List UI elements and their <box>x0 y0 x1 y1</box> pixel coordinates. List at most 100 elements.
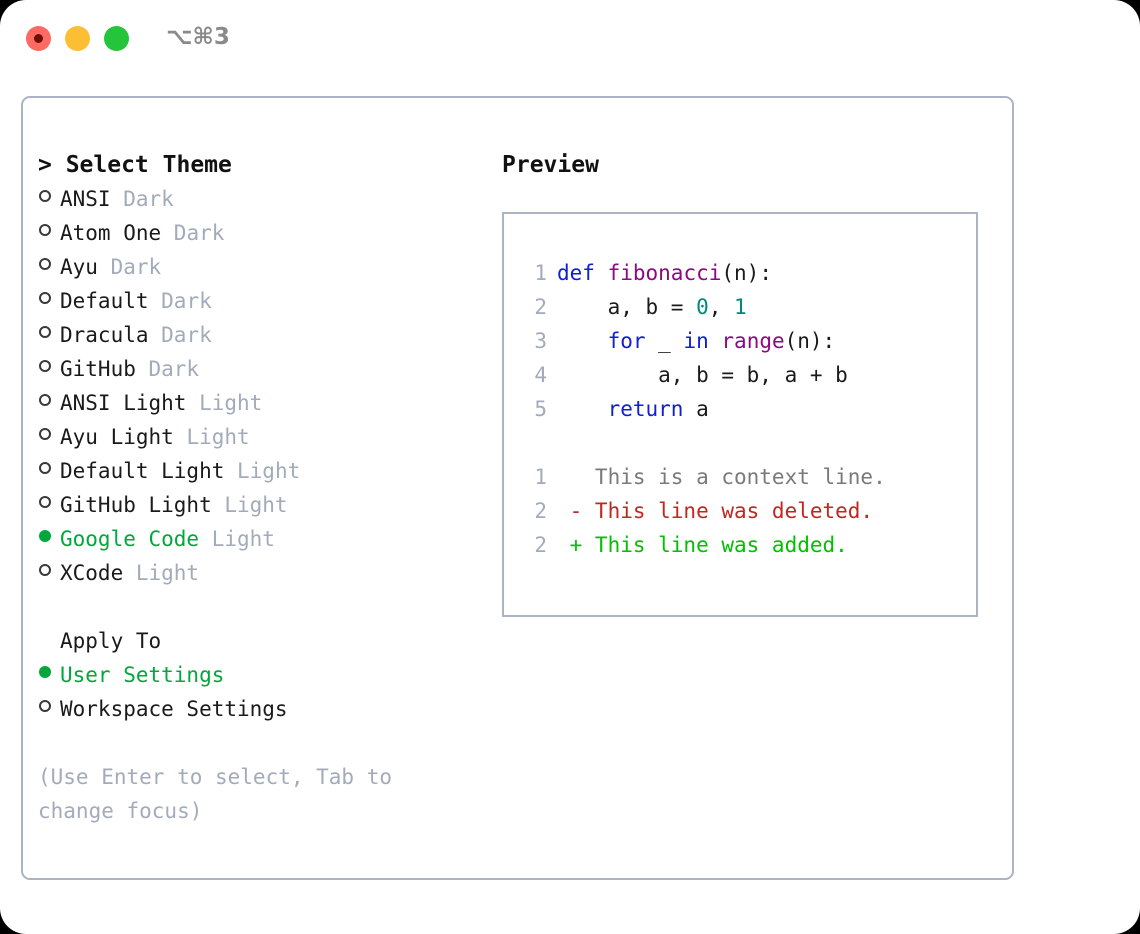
theme-option[interactable]: ANSI Light Light <box>38 386 508 420</box>
theme-option[interactable]: Dracula Dark <box>38 318 508 352</box>
code-token: 0 <box>696 295 709 319</box>
preview-heading: Preview <box>502 152 599 178</box>
theme-option-label: GitHub <box>60 357 136 381</box>
theme-option[interactable]: GitHub Light Light <box>38 488 508 522</box>
code-line: 5 return a <box>521 392 886 426</box>
theme-option[interactable]: Default Dark <box>38 284 508 318</box>
theme-option-label: Google Code <box>60 527 200 551</box>
line-number: 4 <box>534 363 547 387</box>
code-token: fibonacci <box>607 261 722 285</box>
code-token <box>557 397 608 421</box>
diff-line: 2 - This line was deleted. <box>521 494 886 528</box>
diff-content: - This line was deleted. <box>557 499 874 523</box>
line-number: 2 <box>534 295 547 319</box>
traffic-lights <box>26 26 129 51</box>
code-token: a <box>683 397 709 421</box>
radio-glyph <box>39 224 51 236</box>
theme-option[interactable]: GitHub Dark <box>38 352 508 386</box>
line-number: 1 <box>534 261 547 285</box>
maximize-button[interactable] <box>104 26 129 51</box>
code-token: a, b = <box>557 295 697 319</box>
code-token: range <box>721 329 785 353</box>
radio-glyph <box>39 700 51 712</box>
diff-line: 2 + This line was added. <box>521 528 886 562</box>
radio-glyph <box>39 564 51 576</box>
theme-option-label: Default Light <box>60 459 225 483</box>
theme-option[interactable]: XCode Light <box>38 556 508 590</box>
code-token: (n): <box>784 329 836 353</box>
theme-variant-label: Light <box>211 493 288 517</box>
code-token <box>709 329 722 353</box>
theme-variant-label: Light <box>173 425 250 449</box>
diff-line: 1 This is a context line. <box>521 460 886 494</box>
theme-option[interactable]: Ayu Dark <box>38 250 508 284</box>
radio-glyph <box>39 394 51 406</box>
theme-variant-label: Dark <box>148 323 212 347</box>
code-token: for <box>607 329 646 353</box>
radio-glyph <box>39 190 51 202</box>
radio-glyph <box>39 428 51 440</box>
code-token: , <box>708 295 735 319</box>
theme-variant-label: Dark <box>97 255 162 279</box>
theme-option-label: Ayu <box>60 255 98 279</box>
radio-glyph <box>39 326 51 338</box>
theme-variant-label: Light <box>199 527 275 551</box>
code-line: 3 for _ in range(n): <box>521 324 886 358</box>
code-token: (n): <box>721 261 772 285</box>
title-bar: ⌥⌘3 <box>0 0 1140 78</box>
theme-option-label: Atom One <box>60 221 162 245</box>
radio-glyph <box>39 666 51 678</box>
diff-content: + This line was added. <box>557 533 848 557</box>
apply-to-option-label: Workspace Settings <box>60 697 288 721</box>
line-number: 2 <box>534 533 547 557</box>
apply-to-option[interactable]: User Settings <box>38 658 508 692</box>
apply-to-option-label: User Settings <box>60 663 225 687</box>
select-theme-heading: > Select Theme <box>38 152 232 178</box>
code-token: in <box>683 329 709 353</box>
radio-glyph <box>39 530 51 542</box>
code-token <box>595 261 608 285</box>
apply-to-option[interactable]: Workspace Settings <box>38 692 508 726</box>
apply-to-heading: Apply To <box>60 629 162 653</box>
theme-variant-label: Dark <box>148 289 212 313</box>
theme-option[interactable]: Google Code Light <box>38 522 508 556</box>
theme-option-label: Default <box>60 289 149 313</box>
theme-variant-label: Dark <box>110 187 174 211</box>
list-spacer <box>38 590 508 624</box>
theme-option-label: ANSI Light <box>60 391 187 415</box>
code-blank-line <box>521 426 886 460</box>
radio-glyph <box>39 258 51 270</box>
window-title: ⌥⌘3 <box>166 24 230 50</box>
line-number: 2 <box>534 499 547 523</box>
minimize-button[interactable] <box>65 26 90 51</box>
code-token: return <box>607 397 684 421</box>
code-line: 1 def fibonacci(n): <box>521 256 886 290</box>
radio-glyph <box>39 292 51 304</box>
theme-option-label: GitHub Light <box>60 493 212 517</box>
radio-glyph <box>39 496 51 508</box>
diff-lines: 1 This is a context line.2 - This line w… <box>521 460 886 562</box>
code-token: 1 <box>734 295 747 319</box>
theme-option[interactable]: Atom One Dark <box>38 216 508 250</box>
code-token: def <box>557 261 595 285</box>
line-number: 3 <box>534 329 547 353</box>
line-number: 5 <box>534 397 547 421</box>
theme-option-label: Ayu Light <box>60 425 174 449</box>
theme-option-label: Dracula <box>60 323 149 347</box>
code-token: a, b = b, a + b <box>557 363 848 387</box>
theme-option[interactable]: Ayu Light Light <box>38 420 508 454</box>
radio-glyph <box>39 360 51 372</box>
diff-content: This is a context line. <box>557 465 886 489</box>
close-button[interactable] <box>26 26 51 51</box>
theme-option[interactable]: Default Light Light <box>38 454 508 488</box>
code-line: 4 a, b = b, a + b <box>521 358 886 392</box>
theme-option[interactable]: ANSI Dark <box>38 182 508 216</box>
theme-option-label: ANSI <box>60 187 111 211</box>
